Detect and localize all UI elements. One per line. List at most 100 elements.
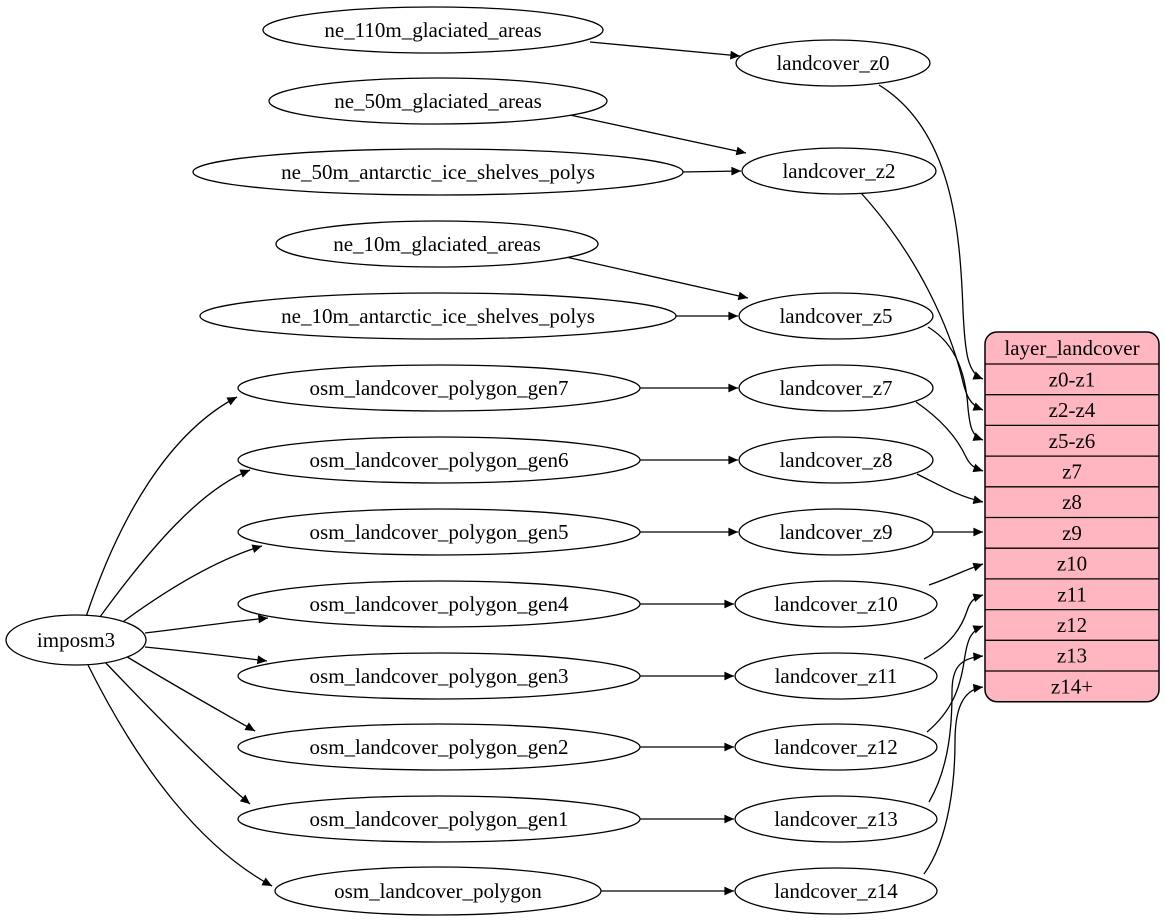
edge-imposm3--osm_landcover_polygon_gen2 bbox=[123, 654, 256, 732]
record-row-z8: z8 bbox=[1062, 490, 1082, 514]
node-ellipse bbox=[237, 508, 641, 556]
node-label: landcover_z0 bbox=[776, 51, 889, 75]
edge-landcover_z11--layer_landcover-z11 bbox=[923, 593, 984, 660]
edge-ne_10m_glaciated_areas--landcover_z5 bbox=[565, 256, 749, 301]
edge-imposm3--osm_landcover_polygon_gen5 bbox=[115, 544, 263, 628]
edge-landcover_z8--layer_landcover-z8 bbox=[916, 473, 984, 505]
node-label: landcover_z9 bbox=[779, 520, 892, 544]
nodes-layer: imposm3 ne_110m_glaciated_areas ne_50m_gla… bbox=[5, 6, 938, 916]
node-osm-landcover-polygon-gen7: osm_landcover_polygon_gen7 bbox=[237, 364, 641, 412]
edge-landcover_z7--layer_landcover-z7 bbox=[915, 401, 984, 473]
node-landcover-z7: landcover_z7 bbox=[738, 364, 934, 412]
node-osm-landcover-polygon-gen6: osm_landcover_polygon_gen6 bbox=[237, 436, 641, 484]
node-label: osm_landcover_polygon_gen1 bbox=[310, 807, 569, 831]
edge-landcover_z13--layer_landcover-z13 bbox=[928, 652, 984, 803]
node-ne-50m-antarctic-ice-shelves-polys: ne_50m_antarctic_ice_shelves_polys bbox=[192, 148, 684, 196]
edge-landcover_z5--layer_landcover-z5-z6 bbox=[927, 326, 984, 441]
node-imposm3: imposm3 bbox=[5, 614, 147, 666]
record-row-z12: z12 bbox=[1057, 613, 1087, 637]
node-label: osm_landcover_polygon_gen7 bbox=[310, 376, 569, 400]
edge-imposm3--osm_landcover_polygon_gen6 bbox=[96, 469, 251, 622]
edge-landcover_z2--layer_landcover-z2-z4 bbox=[860, 192, 984, 411]
record-layer: layer_landcoverz0-z1z2-z4z5-z6z7z8z9z10z… bbox=[984, 331, 1160, 703]
node-landcover-z13: landcover_z13 bbox=[734, 795, 938, 843]
edge-landcover_z14--layer_landcover-z14+ bbox=[923, 683, 984, 875]
edge-ne_110m_glaciated_areas--landcover_z0 bbox=[589, 41, 741, 60]
node-landcover-z11: landcover_z11 bbox=[734, 652, 938, 700]
node-label: landcover_z2 bbox=[782, 159, 895, 183]
node-label: osm_landcover_polygon_gen2 bbox=[310, 735, 569, 759]
node-label: osm_landcover_polygon_gen3 bbox=[310, 664, 569, 688]
node-landcover-z2: landcover_z2 bbox=[741, 147, 937, 195]
node-label: ne_10m_antarctic_ice_shelves_polys bbox=[281, 304, 595, 328]
node-ne-50m-glaciated-areas: ne_50m_glaciated_areas bbox=[268, 77, 608, 125]
edge-imposm3--osm_landcover_polygon_gen7 bbox=[85, 396, 238, 618]
node-ellipse bbox=[5, 614, 147, 666]
node-ellipse bbox=[738, 364, 934, 412]
record-row-z14-: z14+ bbox=[1051, 674, 1093, 698]
node-ellipse bbox=[237, 795, 641, 843]
node-osm-landcover-polygon-gen4: osm_landcover_polygon_gen4 bbox=[237, 580, 641, 628]
node-ne-110m-glaciated-areas: ne_110m_glaciated_areas bbox=[262, 6, 604, 54]
record-row-z0-z1: z0-z1 bbox=[1049, 367, 1096, 391]
node-ellipse bbox=[738, 508, 934, 556]
node-ellipse bbox=[268, 77, 608, 125]
record-row-z10: z10 bbox=[1057, 552, 1087, 576]
node-ellipse bbox=[734, 795, 938, 843]
record-row-z5-z6: z5-z6 bbox=[1049, 429, 1096, 453]
node-label: ne_50m_glaciated_areas bbox=[334, 89, 542, 113]
node-ellipse bbox=[262, 6, 604, 54]
node-label: landcover_z14 bbox=[774, 879, 898, 903]
node-ellipse bbox=[734, 867, 938, 915]
node-ne-10m-glaciated-areas: ne_10m_glaciated_areas bbox=[275, 220, 599, 268]
node-label: osm_landcover_polygon_gen6 bbox=[310, 448, 569, 472]
node-ellipse bbox=[237, 723, 641, 771]
record-row-z9: z9 bbox=[1062, 521, 1082, 545]
edge-ne_50m_antarctic_ice_shelves_polys--landcover_z2 bbox=[680, 166, 742, 176]
record-row-z13: z13 bbox=[1057, 644, 1087, 668]
node-landcover-z12: landcover_z12 bbox=[734, 723, 938, 771]
node-label: landcover_z11 bbox=[775, 664, 898, 688]
node-ellipse bbox=[738, 436, 934, 484]
node-label: osm_landcover_polygon_gen4 bbox=[310, 592, 569, 616]
node-ellipse bbox=[734, 652, 938, 700]
node-label: landcover_z13 bbox=[774, 807, 898, 831]
node-ellipse bbox=[274, 866, 602, 916]
node-ellipse bbox=[734, 580, 938, 628]
record-title: layer_landcover bbox=[1004, 336, 1139, 360]
node-osm-landcover-polygon-gen2: osm_landcover_polygon_gen2 bbox=[237, 723, 641, 771]
node-ellipse bbox=[275, 220, 599, 268]
edges-layer bbox=[85, 41, 984, 896]
edge-imposm3--osm_landcover_polygon_gen4 bbox=[144, 614, 269, 634]
edge-imposm3--osm_landcover_polygon_gen1 bbox=[102, 659, 251, 805]
record-row-z7: z7 bbox=[1062, 459, 1082, 483]
node-label: landcover_z10 bbox=[774, 592, 898, 616]
node-ellipse bbox=[237, 364, 641, 412]
node-ellipse bbox=[734, 723, 938, 771]
node-landcover-z5: landcover_z5 bbox=[738, 292, 934, 340]
node-ellipse bbox=[237, 580, 641, 628]
node-osm-landcover-polygon-gen3: osm_landcover_polygon_gen3 bbox=[237, 652, 641, 700]
node-label: landcover_z7 bbox=[779, 376, 892, 400]
node-osm-landcover-polygon: osm_landcover_polygon bbox=[274, 866, 602, 916]
edge-imposm3--osm_landcover_polygon bbox=[86, 662, 273, 887]
node-landcover-z14: landcover_z14 bbox=[734, 867, 938, 915]
node-landcover-z9: landcover_z9 bbox=[738, 508, 934, 556]
node-ellipse bbox=[237, 436, 641, 484]
node-landcover-z8: landcover_z8 bbox=[738, 436, 934, 484]
record-row-z11: z11 bbox=[1057, 582, 1087, 606]
node-ellipse bbox=[735, 39, 931, 87]
node-osm-landcover-polygon-gen5: osm_landcover_polygon_gen5 bbox=[237, 508, 641, 556]
node-label: ne_10m_glaciated_areas bbox=[333, 232, 541, 256]
node-label: ne_50m_antarctic_ice_shelves_polys bbox=[281, 160, 595, 184]
record-layer-landcover: layer_landcoverz0-z1z2-z4z5-z6z7z8z9z10z… bbox=[984, 331, 1160, 703]
edge-imposm3--osm_landcover_polygon_gen3 bbox=[144, 646, 268, 665]
node-label: landcover_z12 bbox=[774, 735, 898, 759]
node-ellipse bbox=[192, 148, 684, 196]
node-osm-landcover-polygon-gen1: osm_landcover_polygon_gen1 bbox=[237, 795, 641, 843]
node-ellipse bbox=[199, 292, 677, 340]
node-ellipse bbox=[237, 652, 641, 700]
node-landcover-z0: landcover_z0 bbox=[735, 39, 931, 87]
